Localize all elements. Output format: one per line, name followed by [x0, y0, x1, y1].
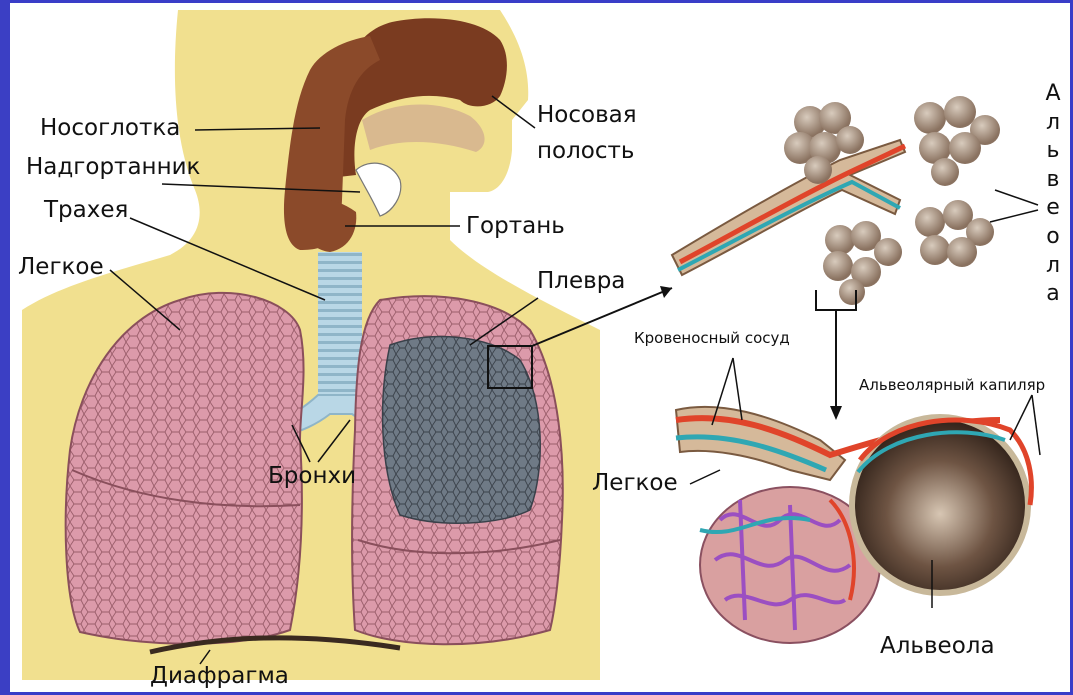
label-alveoli-vertical-letter: л — [1040, 252, 1066, 281]
lung-right-pointer — [690, 470, 720, 484]
right-lung-exposed-bronchioles — [383, 337, 541, 524]
alveoli-cluster-right — [915, 200, 994, 267]
label-bronchi: Бронхи — [268, 463, 356, 489]
label-alveoli-vertical-letter: А — [1040, 80, 1066, 109]
label-nasopharynx: Носоглотка — [40, 115, 180, 141]
label-trachea: Трахея — [44, 197, 128, 223]
label-alveoli-vertical-letter: в — [1040, 166, 1066, 195]
label-lung-left: Легкое — [18, 254, 104, 280]
alveoli-pointer-2 — [990, 210, 1038, 222]
label-diaphragm: Диафрагма — [150, 663, 289, 689]
label-lung-right: Легкое — [592, 470, 678, 496]
capillary-pointer-1 — [1010, 395, 1032, 440]
trachea-shape — [318, 252, 362, 402]
label-alveoli-vertical-letter: о — [1040, 223, 1066, 252]
label-alveolar-capillary: Альвеолярный капиляр — [859, 376, 1045, 394]
label-epiglottis: Надгортанник — [26, 154, 200, 180]
capillary-pointer-2 — [1032, 395, 1040, 455]
alveoli-cluster-upper-right — [914, 96, 1000, 186]
left-frame-bar — [0, 0, 10, 695]
label-alveoli-vertical-letter: ь — [1040, 137, 1066, 166]
label-nasal-cavity-line2: полость — [537, 138, 634, 164]
label-pleura: Плевра — [537, 268, 625, 294]
label-alveoli-vertical-letter: а — [1040, 280, 1066, 309]
label-larynx: Гортань — [466, 213, 565, 239]
detail-arrow-head — [830, 406, 842, 420]
label-nasal-cavity-line1: Носовая — [537, 102, 637, 128]
alveoli-pointer-1 — [995, 190, 1038, 205]
label-alveoli-vertical-letter: л — [1040, 109, 1066, 138]
label-alveolus: Альвеола — [880, 633, 995, 659]
label-blood-vessel: Кровеносный сосуд — [634, 329, 790, 347]
label-alveoli-vertical-letter: е — [1040, 194, 1066, 223]
alveoli-cluster-bottom — [823, 221, 902, 305]
